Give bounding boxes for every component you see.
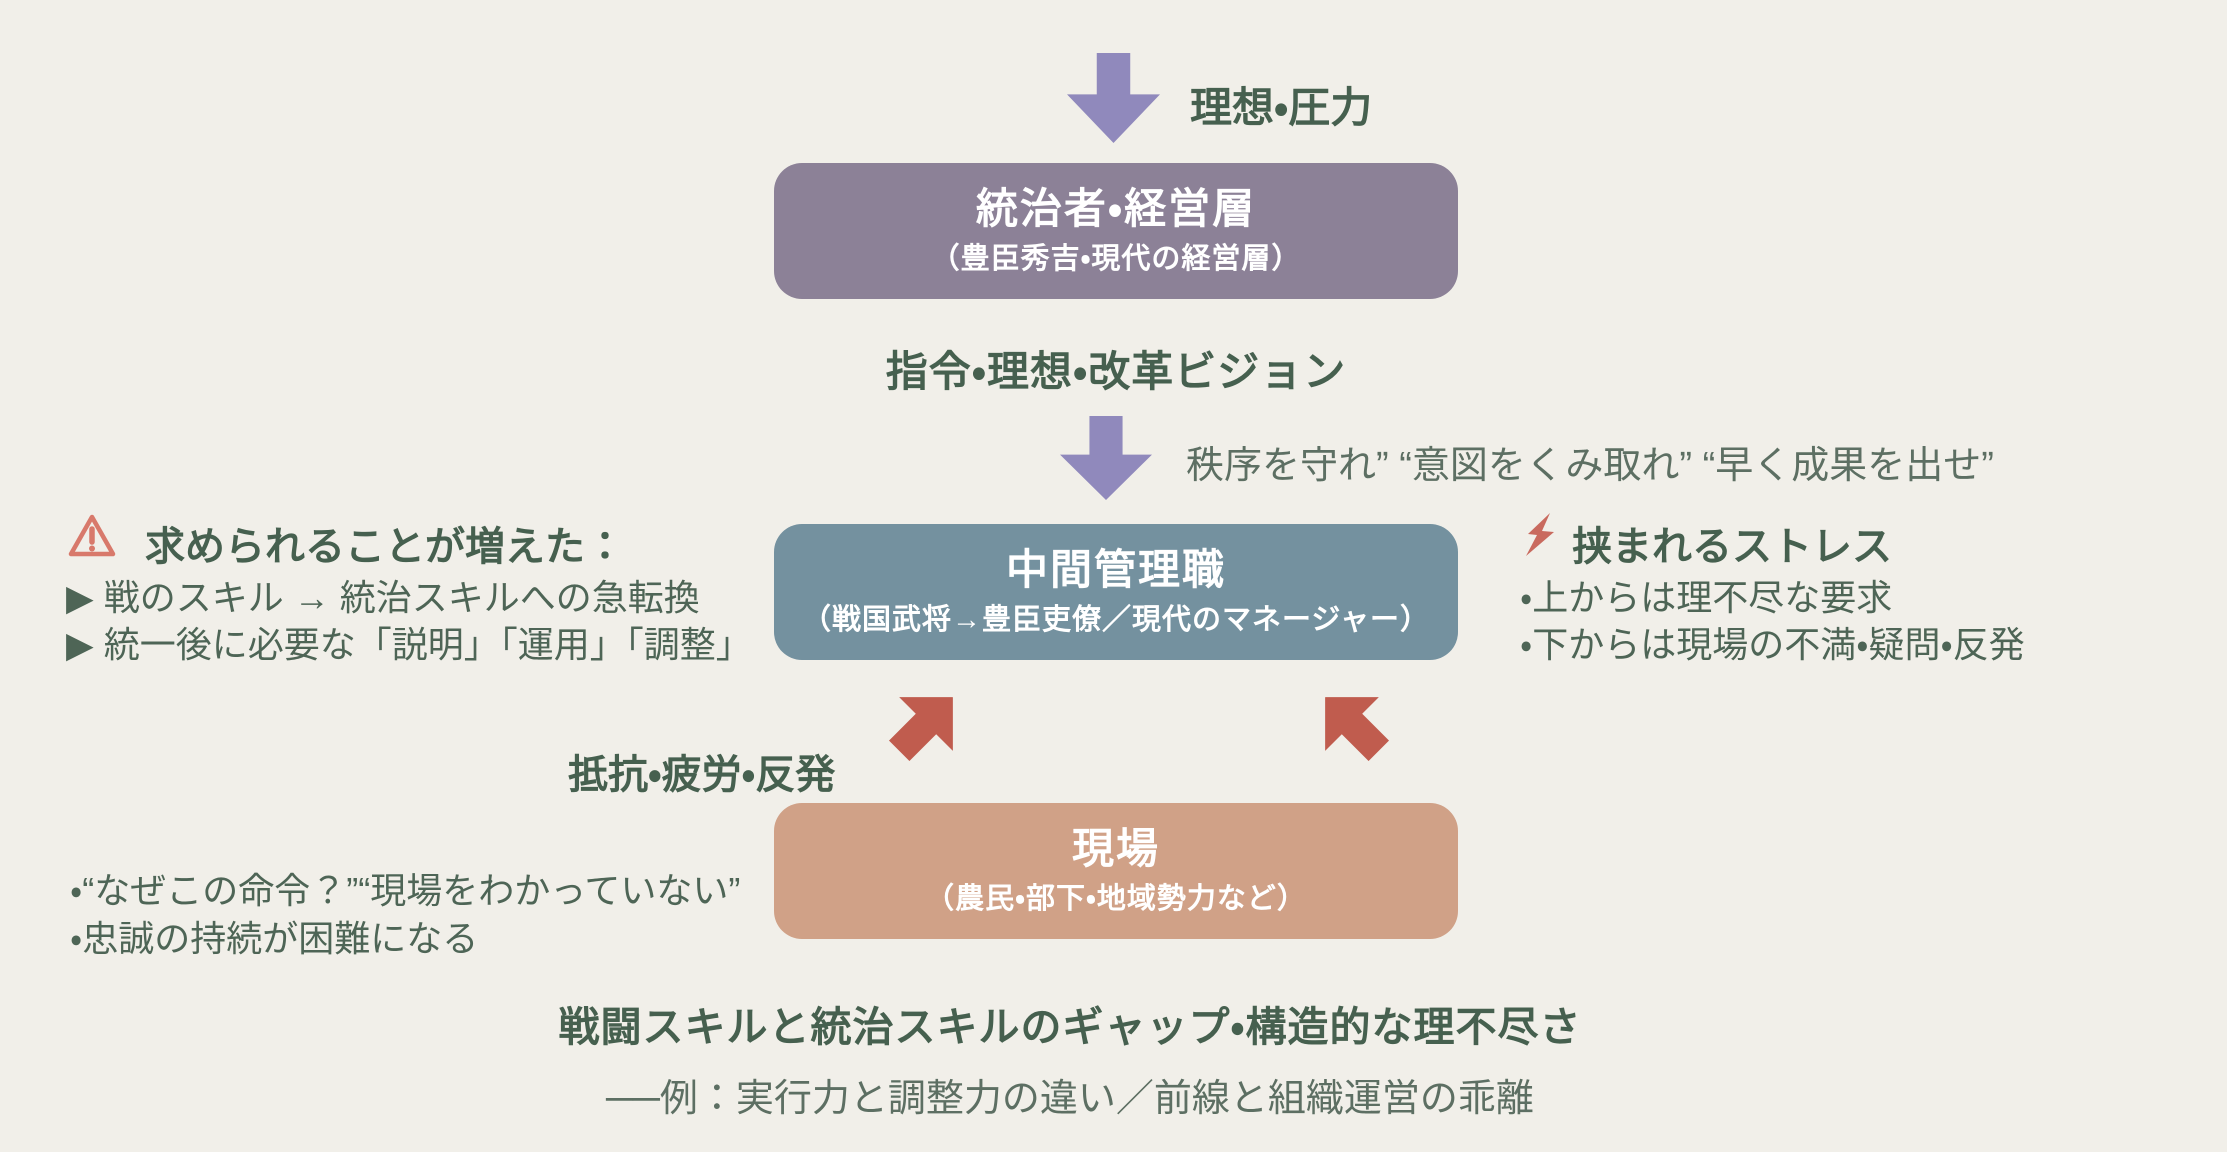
rulers-box-title: 統治者・経営層 xyxy=(975,185,1257,233)
demands-heading: 求められることが増えた： xyxy=(145,525,625,569)
stress-heading: 挟まれるストレス xyxy=(1572,525,1892,569)
footer-subtext: ──例：実行力と調整力の違い／前線と組織運営の乖離 xyxy=(606,1078,1534,1120)
up-left-arrow-icon xyxy=(1298,670,1405,777)
middle-management-box: 中間管理職 （戦国武将→豊臣吏僚／現代のマネージャー） xyxy=(774,524,1458,660)
rulers-box-subtitle: （豊臣秀吉・現代の経営層） xyxy=(930,242,1302,275)
up-right-arrow-icon xyxy=(872,670,979,777)
field-note: ・忠誠の持続が困難になる xyxy=(70,918,479,959)
down-arrow-icon xyxy=(1060,416,1152,500)
middle-management-box-subtitle: （戦国武将→豊臣吏僚／現代のマネージャー） xyxy=(802,603,1430,636)
ideal-pressure-label: 理想・圧力 xyxy=(1190,84,1373,131)
directive-label: 指令・理想・改革ビジョン xyxy=(885,348,1347,395)
field-note: ・“なぜこの命令？”“現場をわかっていない” xyxy=(70,870,741,911)
warning-triangle-icon xyxy=(66,512,118,565)
pressure-quotes-label: 秩序を守れ” “意図をくみ取れ” “早く成果を出せ” xyxy=(1186,445,1994,487)
lightning-bolt-icon xyxy=(1520,510,1560,567)
rulers-box: 統治者・経営層 （豊臣秀吉・現代の経営層） xyxy=(774,163,1458,299)
footer-heading: 戦闘スキルと統治スキルのギャップ・構造的な理不尽さ xyxy=(558,1004,1582,1050)
demands-item: ▶ 統一後に必要な「説明」「運用」「調整」 xyxy=(66,624,752,665)
field-box-subtitle: （農民・部下・地域勢力など） xyxy=(925,882,1307,915)
down-arrow-icon xyxy=(1067,53,1160,143)
stress-item: ・下からは現場の不満・疑問・反発 xyxy=(1520,624,2025,665)
stress-item: ・上からは理不尽な要求 xyxy=(1520,577,1893,618)
field-box-title: 現場 xyxy=(1071,825,1160,873)
demands-item: ▶ 戦のスキル → 統治スキルへの急転換 xyxy=(66,577,700,618)
field-box: 現場 （農民・部下・地域勢力など） xyxy=(774,803,1458,939)
middle-management-box-title: 中間管理職 xyxy=(1005,546,1226,594)
resistance-label: 抵抗・疲労・反発 xyxy=(568,753,836,797)
footer-summary: 戦闘スキルと統治スキルのギャップ・構造的な理不尽さ ──例：実行力と調整力の違い… xyxy=(140,993,2000,1122)
